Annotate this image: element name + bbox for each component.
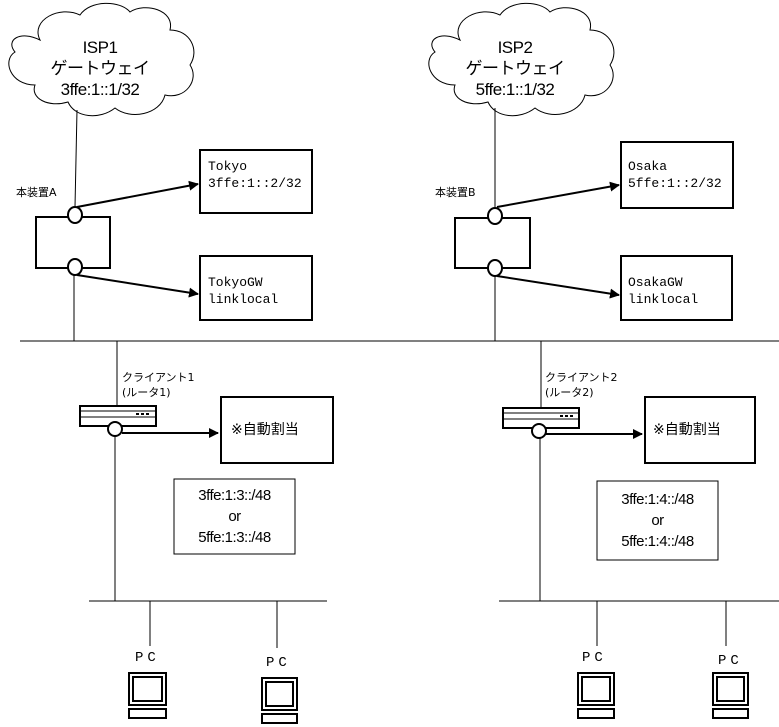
tokyogw-iface-box bbox=[199, 255, 313, 321]
osakagw-iface-address: linklocal bbox=[628, 292, 699, 307]
client2-label: クライアント2 (ルータ2) bbox=[545, 370, 618, 400]
tokyogw-iface-address: linklocal bbox=[208, 292, 279, 307]
isp2-address: 5ffe:1::1/32 bbox=[475, 80, 555, 99]
client1-prefix-box bbox=[173, 478, 296, 555]
pc-icon bbox=[261, 677, 298, 724]
device-b-lower-port bbox=[487, 259, 503, 277]
device-a-label: 本装置A bbox=[16, 186, 57, 199]
device-b-upper-port bbox=[487, 207, 503, 225]
device-b-lower-arrow bbox=[496, 275, 620, 299]
client1-port bbox=[107, 421, 123, 437]
osakagw-iface-label: OsakaGW linklocal bbox=[628, 274, 698, 308]
tokyogw-iface-name: TokyoGW bbox=[208, 275, 263, 290]
client1-name: クライアント1 bbox=[122, 371, 195, 384]
pc-label: PC bbox=[718, 653, 743, 669]
osaka-iface-address: 5ffe:1::2/32 bbox=[628, 176, 722, 191]
client2-prefix: 3ffe:1:4::/48 or 5ffe:1:4::/48 bbox=[597, 489, 718, 552]
tokyo-iface-address: 3ffe:1::2/32 bbox=[208, 176, 302, 191]
osakagw-iface-box bbox=[620, 255, 733, 321]
isp1-cloud bbox=[8, 2, 195, 117]
pc-icon bbox=[577, 672, 615, 719]
isp1-role: ゲートウェイ bbox=[50, 59, 151, 78]
pc-icon bbox=[712, 672, 749, 719]
client1-prefix-or: or bbox=[228, 508, 241, 525]
client2-prefix-1: 3ffe:1:4::/48 bbox=[621, 491, 694, 508]
osakagw-iface-name: OsakaGW bbox=[628, 275, 683, 290]
client2-auto-box bbox=[644, 396, 756, 464]
pc-label: PC bbox=[266, 655, 291, 671]
tokyo-iface-name: Tokyo bbox=[208, 159, 248, 174]
osaka-iface-box bbox=[620, 141, 734, 209]
osaka-iface-label: Osaka 5ffe:1::2/32 bbox=[628, 158, 722, 192]
client2-prefix-or: or bbox=[651, 512, 664, 529]
client2-role: (ルータ2) bbox=[545, 386, 594, 399]
client2-name: クライアント2 bbox=[545, 371, 618, 384]
isp1-label: ISP1 ゲートウェイ 3ffe:1::1/32 bbox=[30, 37, 170, 100]
pc-label: PC bbox=[582, 650, 607, 666]
device-a-lower-arrow bbox=[76, 274, 199, 298]
isp2-cloud bbox=[428, 2, 615, 117]
isp1-name: ISP1 bbox=[82, 38, 118, 57]
osaka-iface-name: Osaka bbox=[628, 159, 668, 174]
isp2-name: ISP2 bbox=[497, 38, 533, 57]
tokyogw-iface-label: TokyoGW linklocal bbox=[208, 274, 278, 308]
isp1-address: 3ffe:1::1/32 bbox=[60, 80, 140, 99]
device-a-upper-port bbox=[67, 206, 83, 224]
device-b-upper-arrow bbox=[496, 181, 620, 208]
tokyo-iface-box bbox=[199, 149, 313, 214]
device-a-upper-arrow bbox=[76, 180, 199, 208]
client1-prefix-1: 3ffe:1:3::/48 bbox=[198, 487, 271, 504]
client1-assignment: ※自動割当 bbox=[231, 422, 299, 438]
device-b-label: 本装置B bbox=[435, 186, 476, 199]
isp2-role: ゲートウェイ bbox=[465, 59, 566, 78]
pc-icon bbox=[128, 672, 167, 719]
client1-prefix: 3ffe:1:3::/48 or 5ffe:1:3::/48 bbox=[174, 485, 295, 548]
pc-label: PC bbox=[135, 650, 160, 666]
device-a-lower-port bbox=[67, 258, 83, 276]
client2-port bbox=[531, 423, 547, 439]
client1-auto-box bbox=[220, 396, 334, 464]
isp1-uplink bbox=[74, 109, 78, 208]
client1-prefix-2: 5ffe:1:3::/48 bbox=[198, 529, 271, 546]
client2-prefix-2: 5ffe:1:4::/48 bbox=[621, 533, 694, 550]
client1-role: (ルータ1) bbox=[122, 386, 171, 399]
client1-label: クライアント1 (ルータ1) bbox=[122, 370, 195, 400]
client2-assignment: ※自動割当 bbox=[653, 422, 721, 438]
isp2-label: ISP2 ゲートウェイ 5ffe:1::1/32 bbox=[445, 37, 585, 100]
client2-prefix-box bbox=[596, 480, 719, 561]
tokyo-iface-label: Tokyo 3ffe:1::2/32 bbox=[208, 158, 302, 192]
